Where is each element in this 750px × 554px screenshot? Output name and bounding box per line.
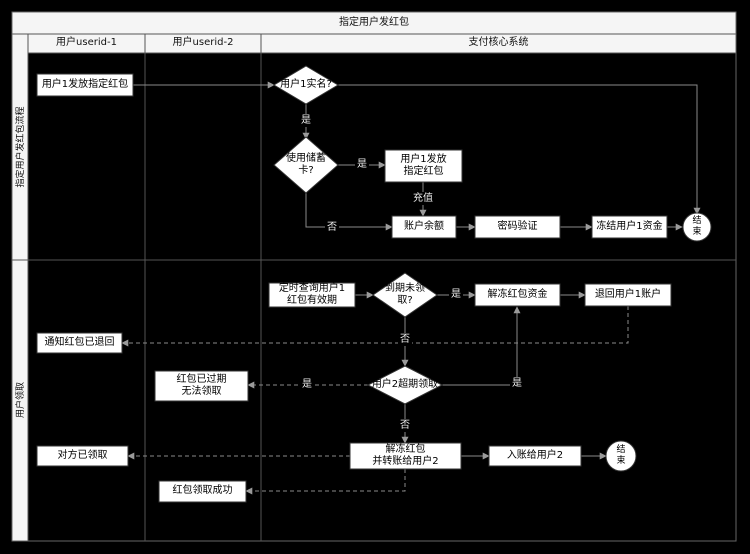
- edge-label-yes-overdue-right: 是: [510, 377, 524, 390]
- box-send: [36, 73, 134, 97]
- edge-label-yes-expire: 是: [449, 288, 463, 301]
- section-label-send-flow: 指定用户发红包流程: [16, 106, 26, 188]
- box-taken: [36, 445, 129, 467]
- box-freeze: [591, 215, 668, 239]
- box-unfreeze: [474, 283, 561, 307]
- box-refund: [584, 283, 672, 307]
- edge-label-no-storecard: 否: [325, 221, 339, 234]
- section-label-receive: 用户领取: [16, 382, 26, 419]
- edge-label-yes-overdue-left: 是: [300, 378, 314, 391]
- edge-label-yes-realname: 是: [299, 114, 313, 127]
- outer-frame: [11, 11, 737, 542]
- box-success: [158, 480, 247, 503]
- box-pwd: [474, 215, 561, 239]
- decision-storecard: [273, 136, 339, 194]
- title-bar: [11, 11, 737, 35]
- decision-realname: [273, 65, 339, 105]
- edge-label-no-expire: 否: [398, 333, 412, 346]
- edge-realname-to-end1: [338, 84, 701, 215]
- edge-overdue-to-unfreeze: [442, 306, 521, 386]
- edge-label-no-overdue: 否: [398, 419, 412, 432]
- box-balance: [391, 215, 457, 239]
- edge-label-yes-storecard: 是: [355, 158, 369, 171]
- terminal-end2: [605, 440, 637, 472]
- edge-storecard-to-balance: [305, 193, 393, 231]
- decision-overdue: [366, 365, 444, 405]
- edge-unfreeze2-to-success: [245, 469, 406, 495]
- lane-header-row: [27, 33, 737, 54]
- box-notify: [36, 332, 123, 354]
- edge-refund-to-notify: [121, 306, 629, 347]
- box-query: [268, 282, 356, 308]
- box-unfreeze2: [349, 442, 462, 470]
- decision-expire: [372, 272, 438, 318]
- box-send2: [384, 149, 463, 183]
- edge-label-recharge: 充值: [411, 192, 435, 205]
- box-credit: [488, 445, 582, 467]
- box-expired: [154, 370, 249, 402]
- terminal-end1: [682, 212, 712, 242]
